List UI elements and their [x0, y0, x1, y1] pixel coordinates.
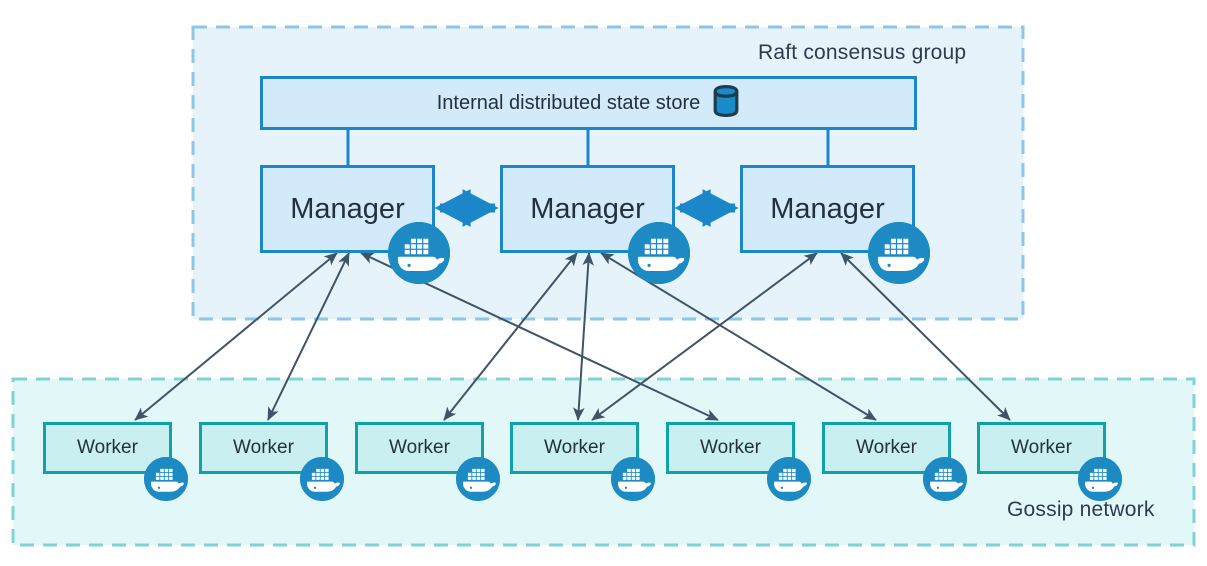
- docker-whale-icon: [923, 457, 967, 501]
- docker-whale-icon: [456, 457, 500, 501]
- worker-manager-link-8: [840, 252, 1011, 421]
- database-cylinder-icon: [712, 84, 740, 122]
- worker-manager-link-2: [267, 252, 350, 421]
- region-label-gossip: Gossip network: [1007, 498, 1155, 521]
- worker-manager-link-1: [134, 252, 338, 421]
- manager-label: Manager: [290, 192, 405, 225]
- docker-whale-icon: [1078, 457, 1122, 501]
- worker-node-6[interactable]: Worker: [822, 422, 951, 474]
- manager-label: Manager: [770, 192, 885, 225]
- docker-whale-icon: [628, 222, 690, 284]
- docker-whale-icon: [767, 457, 811, 501]
- worker-node-5[interactable]: Worker: [666, 422, 795, 474]
- docker-whale-icon: [868, 222, 930, 284]
- manager-label: Manager: [530, 192, 645, 225]
- region-label-raft: Raft consensus group: [758, 41, 967, 64]
- worker-node-7[interactable]: Worker: [977, 422, 1106, 474]
- worker-label: Worker: [700, 437, 761, 458]
- worker-manager-link-5: [573, 252, 594, 421]
- worker-manager-link-7: [591, 252, 818, 421]
- docker-whale-icon: [300, 457, 344, 501]
- docker-whale-icon: [144, 457, 188, 501]
- worker-label: Worker: [856, 437, 917, 458]
- worker-label: Worker: [389, 437, 450, 458]
- docker-whale-icon: [611, 457, 655, 501]
- state-store-box[interactable]: Internal distributed state store: [260, 76, 917, 130]
- worker-label: Worker: [77, 437, 138, 458]
- worker-label: Worker: [233, 437, 294, 458]
- state-store-label: Internal distributed state store: [436, 91, 701, 114]
- worker-label: Worker: [1011, 437, 1072, 458]
- worker-label: Worker: [544, 437, 605, 458]
- worker-manager-link-4: [443, 252, 578, 421]
- docker-whale-icon: [388, 222, 450, 284]
